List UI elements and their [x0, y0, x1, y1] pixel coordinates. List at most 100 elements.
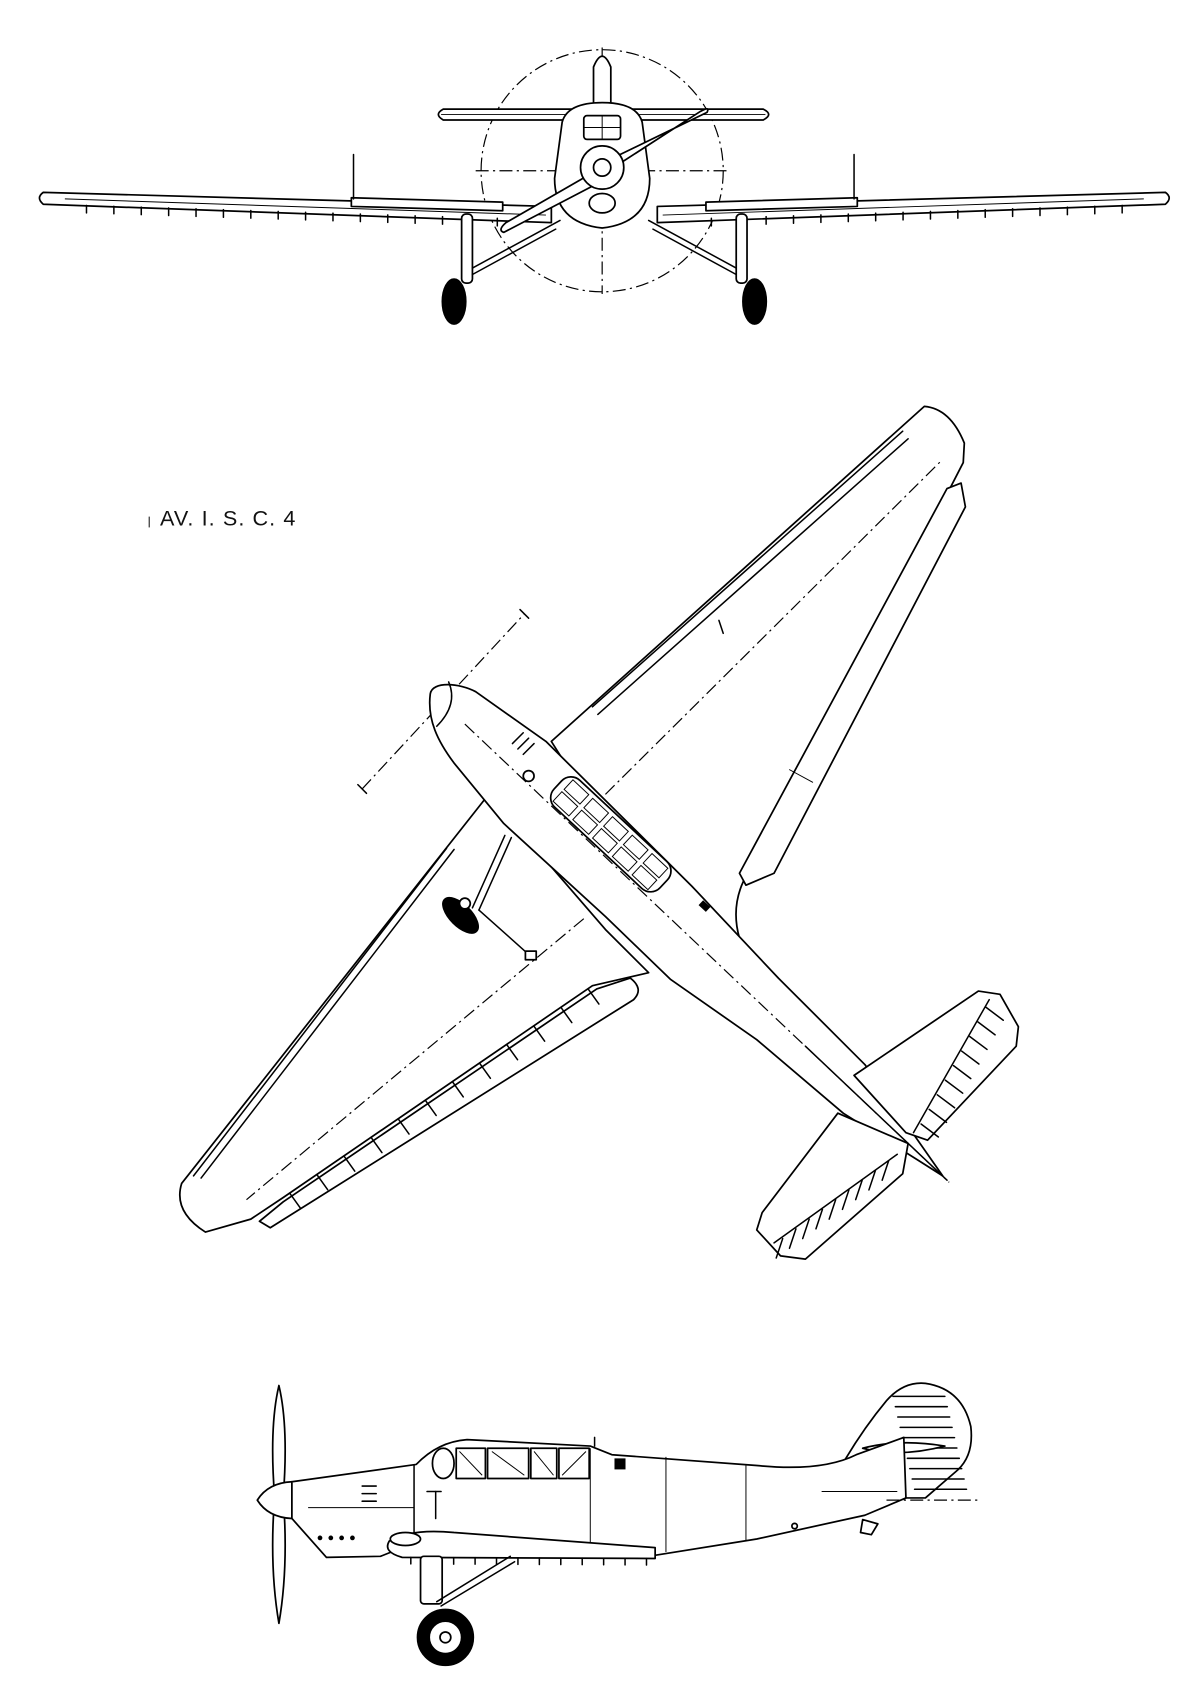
- top-right-wing-spar-line: [604, 458, 944, 795]
- canopy-pane: [611, 846, 638, 872]
- right-main-wheel: [742, 278, 768, 325]
- flap-hinge-tick: [424, 1099, 437, 1117]
- elevator-hatch-line: [920, 1123, 940, 1138]
- top-view: [179, 405, 1020, 1260]
- flap-hinge-tick: [505, 1043, 519, 1061]
- propeller-blade-upper: [599, 108, 709, 170]
- flap-hinge-tick: [533, 1025, 546, 1042]
- left-gear-strut: [471, 219, 561, 269]
- top-cockpit-canopy: [549, 776, 672, 893]
- top-right-aileron-break: [788, 769, 814, 783]
- top-exhaust-stacks: [511, 732, 535, 756]
- top-right-wing-flap: [738, 482, 967, 887]
- side-vent: [339, 1535, 344, 1541]
- side-gear-leg: [419, 1555, 444, 1605]
- exhaust-stack: [517, 737, 530, 750]
- side-tail-wheel: [859, 1518, 879, 1536]
- flap-hinge-tick: [397, 1118, 410, 1135]
- flap-hinge-tick: [587, 988, 600, 1005]
- left-gear-strut: [471, 228, 557, 276]
- flap-hinge-tick: [370, 1136, 383, 1154]
- propeller-plane-end-tick: [357, 783, 368, 795]
- top-right-elevator-hatching: [920, 1006, 1005, 1138]
- side-canopy-frame: [533, 1451, 554, 1476]
- side-fuselage-hatch: [614, 1458, 626, 1470]
- side-gear-strut: [436, 1555, 512, 1603]
- canopy-pane: [631, 864, 658, 891]
- elevator-hatch-line: [985, 1006, 1005, 1022]
- front-right-flap-panel: [705, 196, 859, 212]
- chin-air-intake: [588, 192, 616, 214]
- side-canopy-frame: [459, 1451, 483, 1476]
- side-spinner: [256, 1480, 293, 1520]
- canopy-frame: [549, 776, 672, 893]
- top-gear-mount: [524, 950, 538, 961]
- elevator-hatch-line: [868, 1169, 877, 1191]
- canopy-pane: [552, 791, 579, 817]
- top-left-wing-slat: [200, 848, 455, 1179]
- top-fin-line: [804, 1045, 948, 1181]
- top-left-flap-hinges: [288, 988, 600, 1210]
- spinner-hub: [592, 158, 612, 178]
- elevator-hatch-line: [936, 1094, 956, 1109]
- propeller-blade-lower: [500, 172, 607, 234]
- top-left-stabilizer: [755, 1112, 909, 1260]
- propeller-plane-end-tick: [519, 608, 530, 619]
- top-right-wing-marker: [718, 619, 724, 635]
- top-left-wing: [179, 793, 650, 1233]
- top-left-elevator-hatching: [775, 1159, 890, 1259]
- side-gear-strut: [440, 1560, 516, 1607]
- elevator-hatch-line: [788, 1228, 797, 1250]
- side-step: [791, 1522, 799, 1530]
- elevator-hatch-line: [960, 1050, 980, 1065]
- right-gear-leg: [735, 213, 748, 285]
- top-fuselage-hatch: [698, 900, 711, 912]
- front-view: [38, 47, 1171, 325]
- elevator-hatch-line: [881, 1159, 890, 1181]
- elevator-hatch-line: [952, 1064, 972, 1080]
- elevator-hatch-line: [828, 1198, 837, 1220]
- side-vent: [328, 1535, 334, 1541]
- side-fuselage: [291, 1436, 907, 1559]
- flap-hinge-tick: [343, 1155, 356, 1172]
- top-left-wing-spar-line: [246, 918, 585, 1201]
- flap-hinge-tick: [478, 1062, 492, 1080]
- top-right-stabilizer: [853, 990, 1020, 1142]
- elevator-hatch-line: [801, 1218, 810, 1240]
- front-left-flap-panel: [350, 196, 504, 212]
- side-vent: [350, 1535, 355, 1541]
- front-vertical-fin: [592, 55, 612, 112]
- elevator-hatch-line: [944, 1079, 964, 1094]
- front-right-wing-spar-line: [662, 198, 1144, 216]
- side-vent: [317, 1535, 323, 1541]
- top-fuel-cap: [522, 769, 535, 783]
- elevator-hatch-line: [854, 1179, 863, 1201]
- canopy-pane: [591, 827, 618, 854]
- top-right-wing-slat: [591, 430, 904, 708]
- top-spinner-joint: [436, 681, 453, 728]
- elevator-hatch-line: [977, 1021, 996, 1036]
- flap-hinge-tick: [451, 1080, 465, 1098]
- top-left-wing-slat: [192, 847, 448, 1177]
- top-right-elevator-hinge: [912, 998, 990, 1134]
- exhaust-stack: [511, 732, 524, 745]
- flap-hinge-tick: [288, 1192, 302, 1210]
- elevator-hatch-line: [968, 1035, 988, 1051]
- elevator-hatch-line: [815, 1208, 824, 1230]
- left-gear-leg: [460, 213, 474, 285]
- canopy-pane: [583, 797, 610, 824]
- side-canopy-frame: [561, 1451, 587, 1476]
- side-view: [256, 1382, 979, 1667]
- canopy-pane: [622, 834, 649, 861]
- top-right-wing-slat: [597, 438, 909, 716]
- top-left-elevator-hinge: [773, 1153, 899, 1244]
- side-canopy-frame: [491, 1451, 525, 1476]
- canopy-pane: [572, 809, 599, 836]
- canopy-pane: [602, 816, 629, 842]
- right-gear-strut: [647, 219, 737, 269]
- canopy-pane: [642, 852, 669, 879]
- top-gear-leg: [478, 836, 513, 911]
- front-left-flap-hinges: [85, 204, 499, 227]
- elevator-hatch-line: [841, 1189, 850, 1211]
